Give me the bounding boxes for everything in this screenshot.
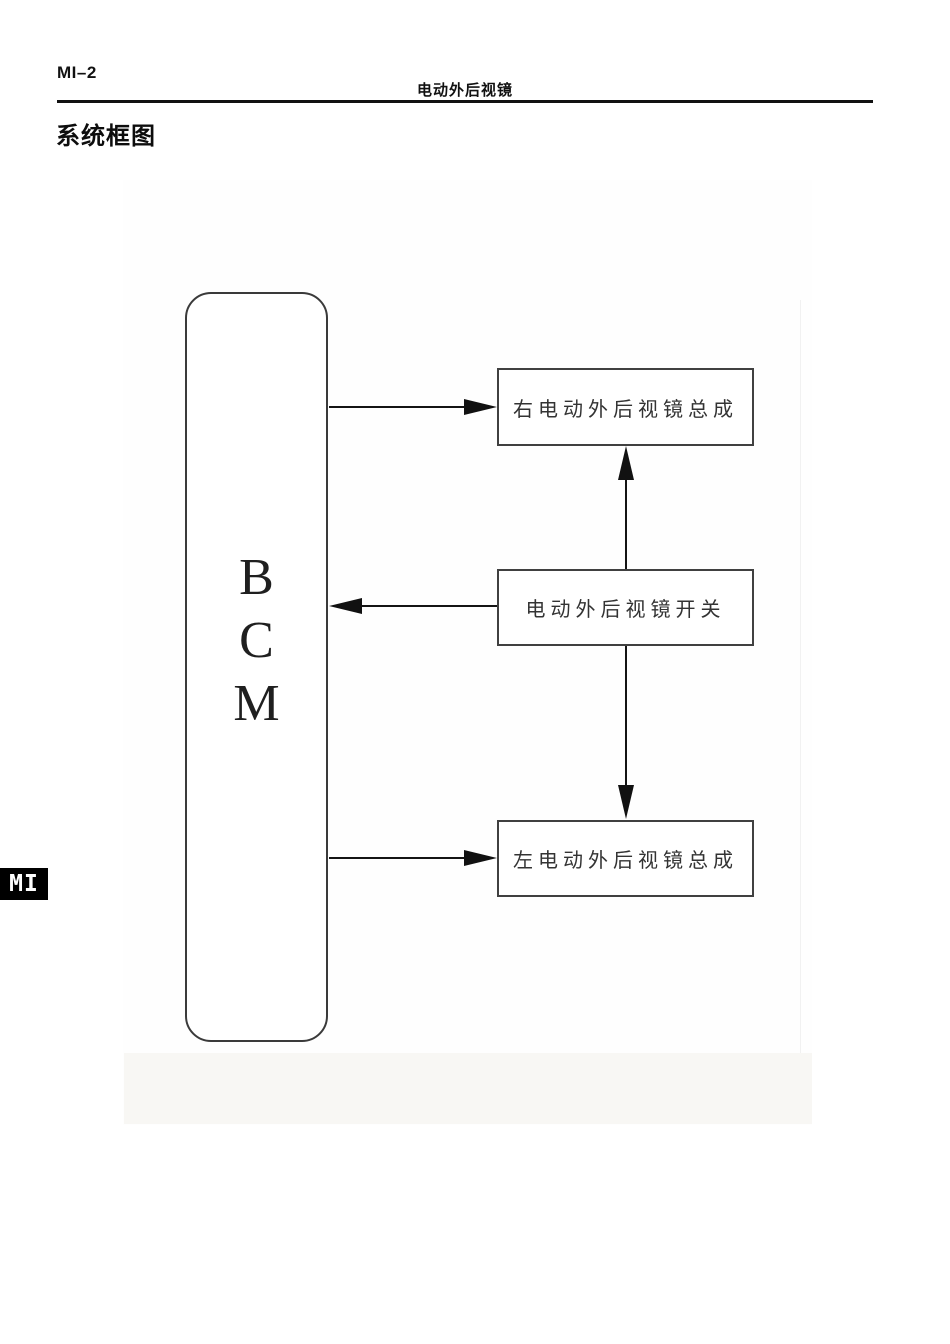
arrow-line [361,605,497,607]
header-rule [57,100,873,103]
arrow-right-icon [464,850,497,866]
bcm-letter-c: C [239,612,274,669]
arrow-line [329,406,465,408]
left-mirror-assembly-label: 左电动外后视镜总成 [513,850,738,872]
diagram-image-bottom-strip [124,1053,812,1124]
arrow-line [625,646,627,786]
chapter-title: 电动外后视镜 [416,82,513,99]
page-number: MI–2 [57,63,97,82]
bcm-label: B C M [187,546,326,735]
right-mirror-assembly-box: 右电动外后视镜总成 [497,368,754,446]
mirror-switch-label: 电动外后视镜开关 [525,599,726,621]
arrow-right-icon [464,399,497,415]
mirror-switch-box: 电动外后视镜开关 [497,569,754,646]
arrow-left-icon [329,598,362,614]
right-mirror-assembly-label: 右电动外后视镜总成 [513,398,738,421]
diagram-image-right-edge [800,300,801,1053]
arrow-line [625,479,627,569]
bcm-block: B C M [185,292,328,1042]
section-side-tab: MI [0,868,48,900]
left-mirror-assembly-box: 左电动外后视镜总成 [497,820,754,897]
bcm-letter-m: M [233,675,280,732]
arrow-up-icon [618,446,634,480]
arrow-down-icon [618,785,634,819]
section-heading: 系统框图 [56,123,156,150]
bcm-letter-b: B [239,549,274,606]
arrow-line [329,857,465,859]
